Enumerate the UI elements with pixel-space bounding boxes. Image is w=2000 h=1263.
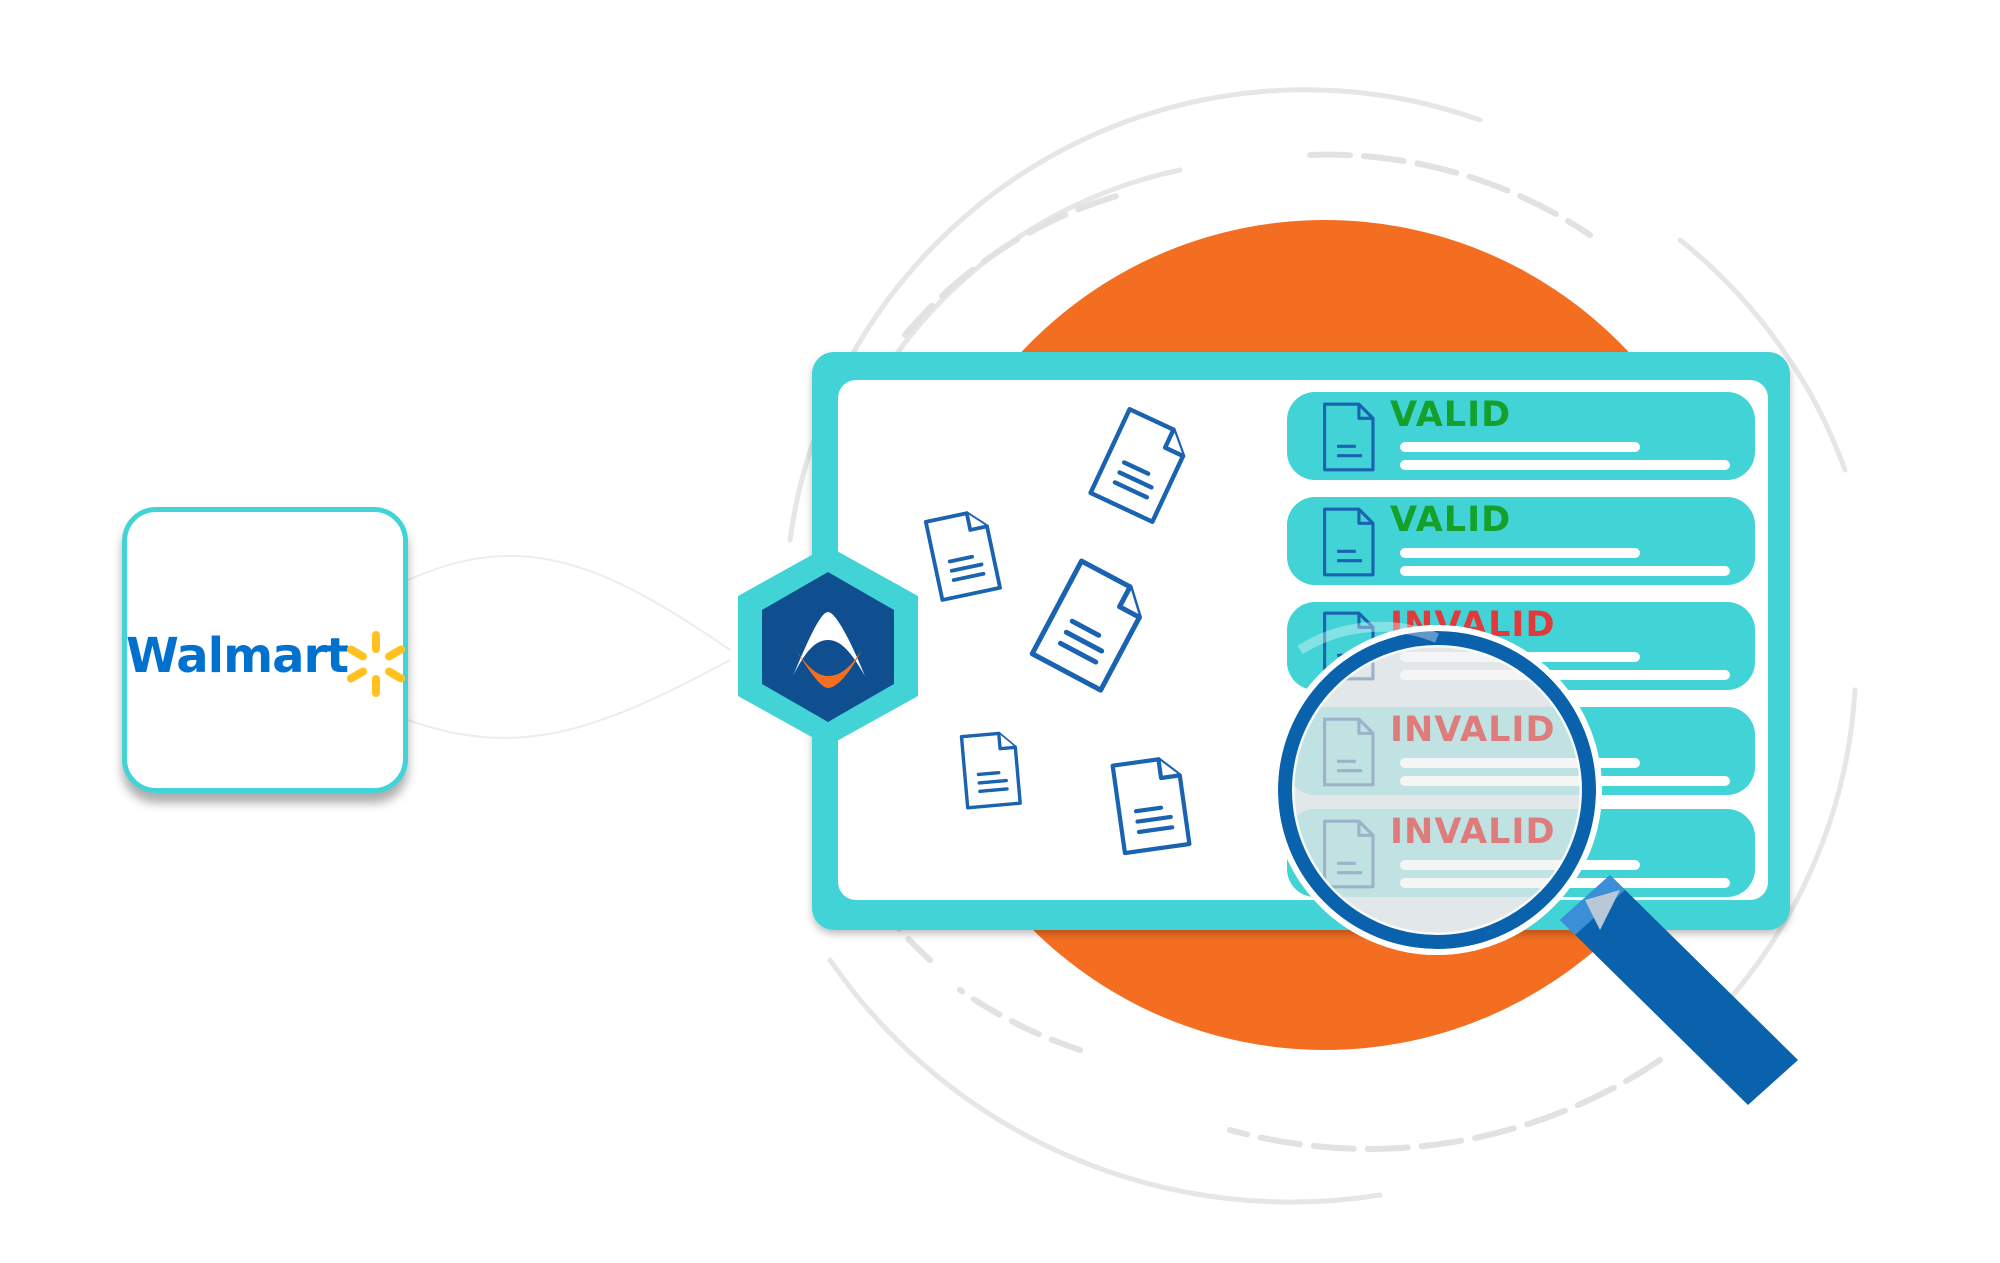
document-icon (959, 731, 1022, 810)
status-row (1287, 392, 1755, 480)
walmart-wordmark: Walmart (126, 628, 349, 684)
document-icon (1088, 406, 1186, 524)
document-icon (1323, 507, 1375, 577)
scattered-documents (923, 406, 1192, 856)
row-status-invalid-3: INVALID (1390, 812, 1556, 852)
document-icon (923, 511, 1002, 602)
row-status-invalid-2: INVALID (1390, 710, 1556, 750)
document-icon (1029, 558, 1142, 693)
hexagon-logo-icon (738, 546, 918, 746)
document-icon (1323, 402, 1375, 472)
row-status-valid-1: VALID (1390, 395, 1512, 435)
row-status-valid-2: VALID (1390, 500, 1512, 540)
status-row (1287, 497, 1755, 585)
document-icon (1110, 757, 1192, 856)
connector-line (407, 555, 731, 739)
row-status-invalid-1: INVALID (1390, 605, 1556, 645)
